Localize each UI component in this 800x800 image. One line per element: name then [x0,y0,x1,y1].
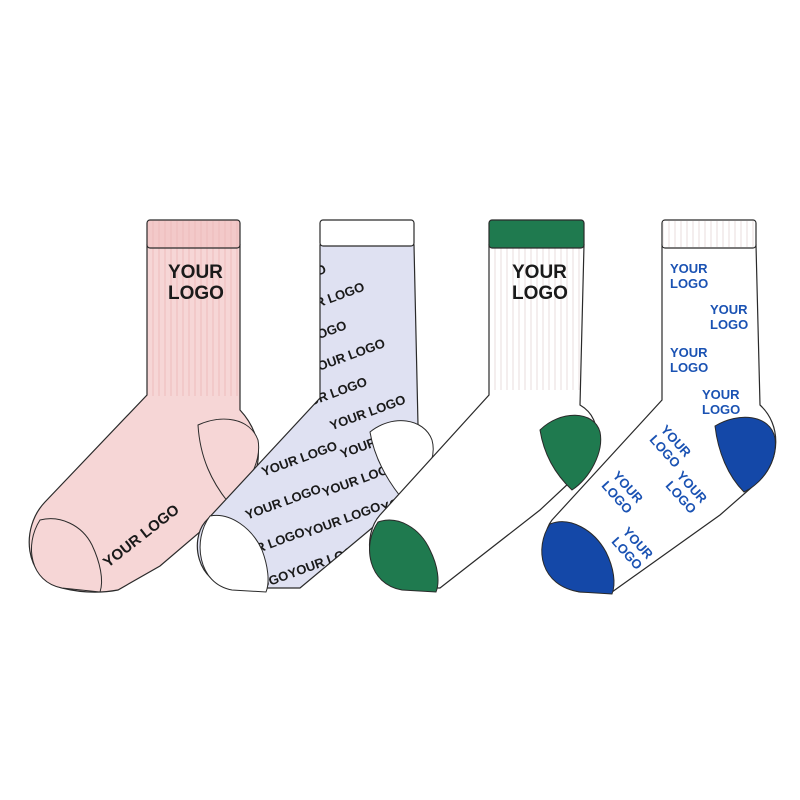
green-sock-toe [369,519,439,593]
svg-text:LOGO: LOGO [670,276,708,291]
svg-text:YOUR: YOUR [710,302,748,317]
blue-sock-toe [541,521,615,595]
pink-sock-rib-leg [148,248,239,396]
lavender-sock-cuff [319,219,415,247]
green-sock-logo-line1: YOUR [512,262,567,283]
green-sock-heel [539,414,602,491]
blue-sock-heel [714,416,776,493]
svg-text:YOUR: YOUR [670,345,708,360]
green-sock-cuff [488,219,585,249]
pink-sock-toe [31,518,103,593]
svg-text:LOGO: LOGO [670,360,708,375]
pink-sock-logo-line2: LOGO [168,283,224,304]
svg-text:YOUR: YOUR [670,261,708,276]
lavender-sock-toe [199,514,269,593]
svg-text:LOGO: LOGO [710,317,748,332]
svg-text:YOUR: YOUR [702,387,740,402]
blue-sock: YOUR LOGO YOUR LOGO YOUR LOGO YOUR LOGO … [541,219,777,595]
green-sock-rib-leg [490,248,583,390]
svg-text:YOUR LOGO: YOUR LOGO [248,261,328,302]
green-sock: YOUR LOGO [368,219,602,593]
svg-text:LOGO: LOGO [702,402,740,417]
pink-sock-logo-line1: YOUR [168,262,223,283]
green-sock-logo-line2: LOGO [512,283,568,304]
